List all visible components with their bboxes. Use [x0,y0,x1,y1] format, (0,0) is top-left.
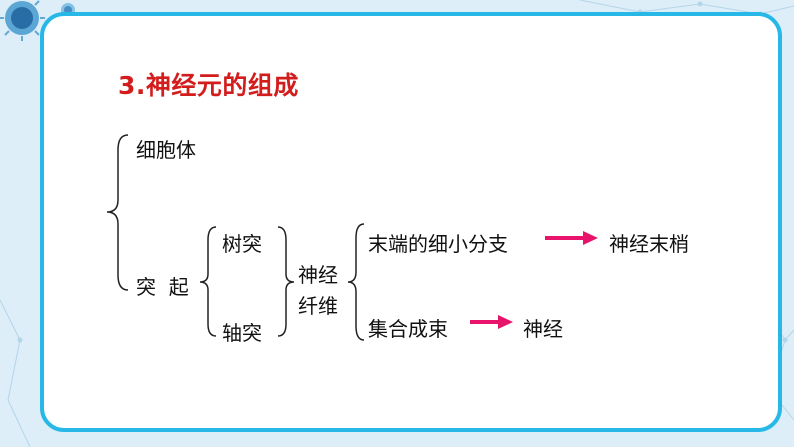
content-card [40,12,782,432]
label-nerve-fiber-1: 神经 [298,263,338,287]
arrow [545,231,598,245]
slide-title: 3.神经元的组成 [118,71,299,100]
arrow [470,315,513,329]
brace-fiber-right [277,226,295,337]
label-fine-branches: 末端的细小分支 [368,232,508,256]
brace-main [106,134,129,291]
label-cell-body: 细胞体 [136,138,196,162]
brace-process [199,226,217,337]
label-nerve-fiber-2: 纤维 [298,294,338,318]
label-nerve-endings: 神经末梢 [609,232,689,256]
label-nerve: 神经 [523,317,563,341]
virus-icon [0,0,45,41]
brace-fiber-split [347,223,365,341]
label-axon: 轴突 [222,321,262,345]
label-bundled: 集合成束 [368,317,448,341]
label-dendrite: 树突 [222,232,262,256]
label-process: 突 起 [136,275,189,299]
